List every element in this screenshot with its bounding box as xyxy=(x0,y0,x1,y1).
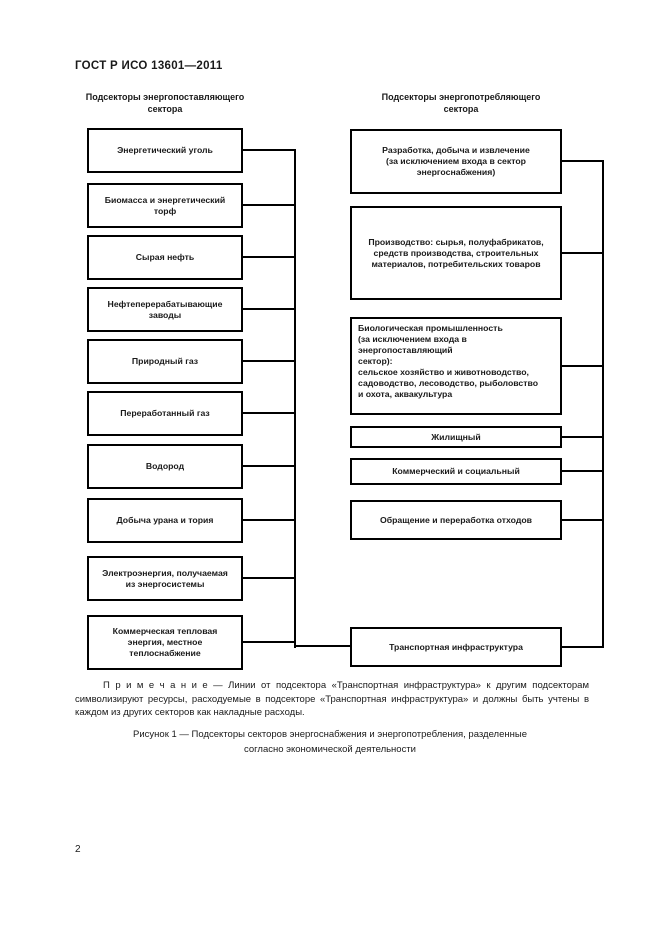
connector-line xyxy=(243,465,296,467)
box-transport-infrastructure: Транспортная инфраструктура xyxy=(350,627,562,667)
connector-line xyxy=(562,252,604,254)
connector-line xyxy=(243,204,296,206)
box-oil-refineries: Нефтеперерабатывающие заводы xyxy=(87,287,243,332)
box-hydrogen: Водород xyxy=(87,444,243,489)
connector-to-transport-right xyxy=(562,646,604,648)
box-commercial-heat-district-heating: Коммерческая тепловая энергия, местное т… xyxy=(87,615,243,670)
page-number: 2 xyxy=(75,844,81,855)
connector-line xyxy=(243,641,296,643)
box-processed-gas: Переработанный газ xyxy=(87,391,243,436)
box-grid-electricity: Электроэнергия, получаемая из энергосист… xyxy=(87,556,243,601)
connector-line xyxy=(562,365,604,367)
connector-right-trunk xyxy=(602,160,604,648)
right-column-title: Подсекторы энергопотребляющего сектора xyxy=(381,92,541,114)
connector-line xyxy=(562,436,604,438)
connector-to-transport-left xyxy=(294,645,350,647)
box-commercial-social: Коммерческий и социальный xyxy=(350,458,562,485)
standard-designation: ГОСТ Р ИСО 13601—2011 xyxy=(75,60,223,72)
connector-line xyxy=(243,412,296,414)
box-crude-oil: Сырая нефть xyxy=(87,235,243,280)
connector-line xyxy=(562,160,604,162)
figure-note: П р и м е ч а н и е — Линии от подсектор… xyxy=(75,680,589,718)
connector-left-trunk xyxy=(294,149,296,648)
box-natural-gas: Природный газ xyxy=(87,339,243,384)
box-extraction-mining: Разработка, добыча и извлечение (за искл… xyxy=(350,129,562,194)
connector-line xyxy=(243,519,296,521)
box-waste-management: Обращение и переработка отходов xyxy=(350,500,562,540)
connector-line xyxy=(243,256,296,258)
left-column-title: Подсекторы энергопоставляющего сектора xyxy=(85,92,245,114)
connector-line xyxy=(243,149,296,151)
figure-caption: Рисунок 1 — Подсекторы секторов энергосн… xyxy=(133,729,527,755)
connector-line xyxy=(243,360,296,362)
box-biomass-energy-peat: Биомасса и энергетический торф xyxy=(87,183,243,228)
box-energy-coal: Энергетический уголь xyxy=(87,128,243,173)
box-manufacturing: Производство: сырья, полуфабрикатов, сре… xyxy=(350,206,562,300)
box-uranium-thorium-mining: Добыча урана и тория xyxy=(87,498,243,543)
box-residential: Жилищный xyxy=(350,426,562,448)
connector-line xyxy=(243,308,296,310)
connector-line xyxy=(562,519,604,521)
box-biological-industry: Биологическая промышленность (за исключе… xyxy=(350,317,562,415)
connector-line xyxy=(243,577,296,579)
connector-line xyxy=(562,470,604,472)
